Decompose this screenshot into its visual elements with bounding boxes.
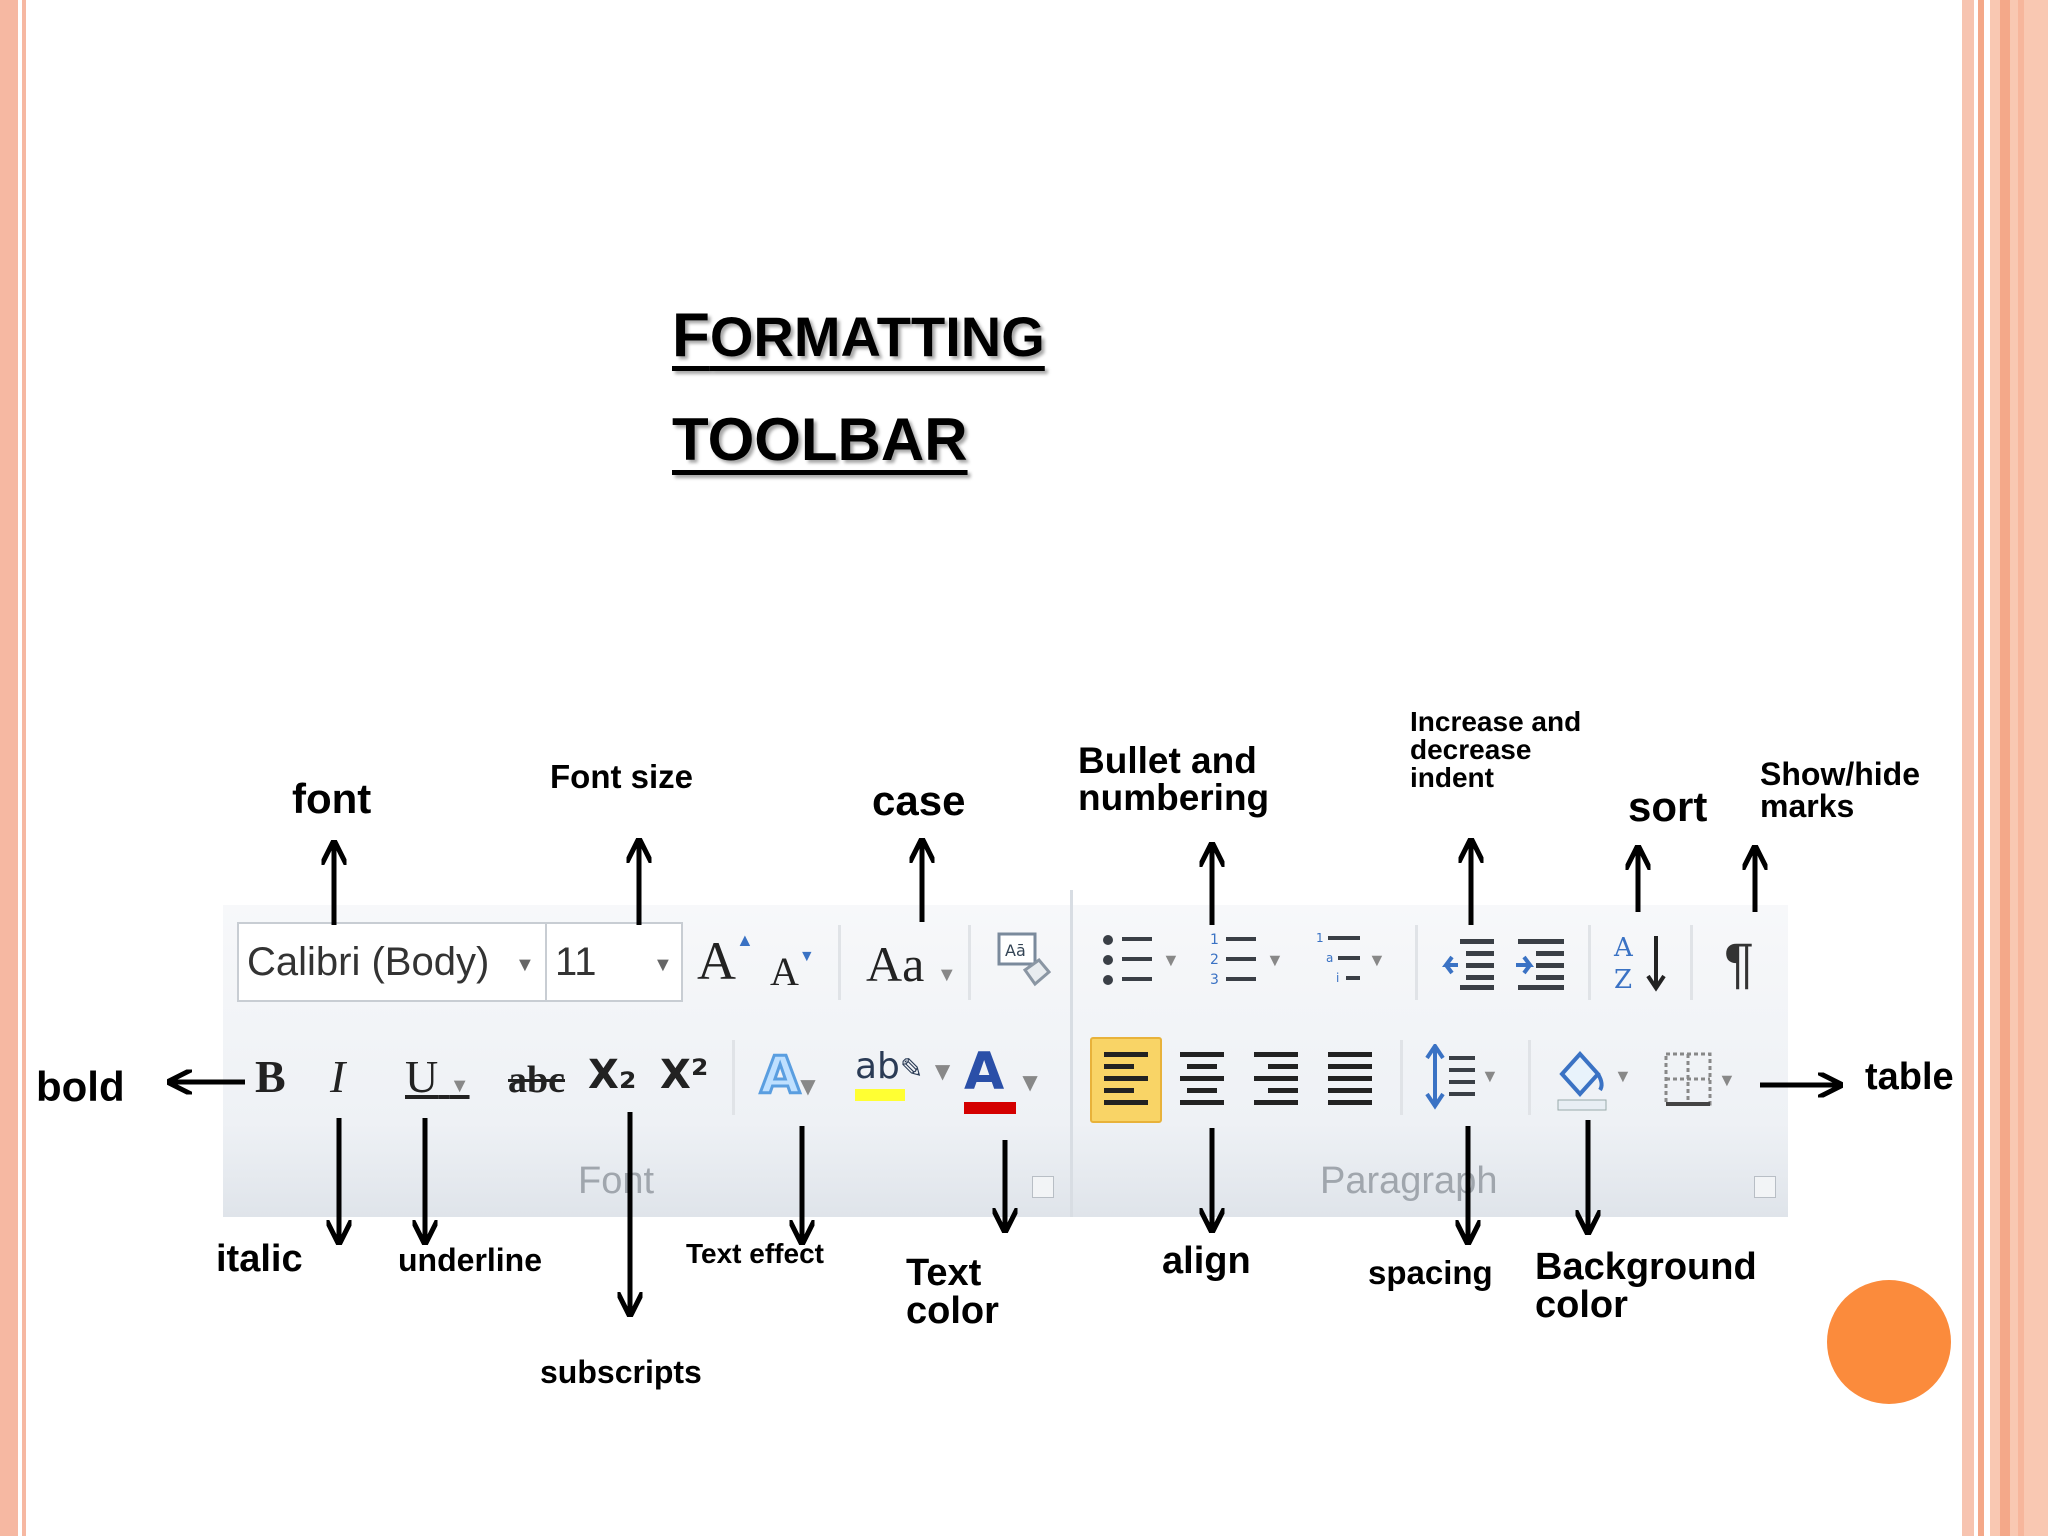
strikethrough-button[interactable]: abc [508,1059,565,1101]
change-case-button[interactable]: Aa ▼ [866,936,957,992]
line-spacing-icon[interactable]: ▼ [1425,1042,1505,1117]
font-dialog-launcher-icon[interactable] [1032,1176,1054,1198]
highlight-button[interactable]: ab✎ ▼ [855,1046,950,1101]
slide-title-line1: FORMATTING [672,300,1045,371]
ribbon-group-divider [1070,890,1073,1217]
highlight-swatch [855,1089,905,1101]
decrease-indent-icon[interactable] [1442,935,1500,996]
svg-text:▼: ▼ [1368,950,1386,970]
annotation-subscripts: subscripts [540,1354,702,1390]
grow-font-button[interactable]: A▲ [697,930,754,991]
superscript-button[interactable]: X² [660,1052,709,1098]
svg-text:▼: ▼ [1266,950,1284,970]
toolbar-separator [1588,925,1591,1000]
font-color-button[interactable]: A ▼ [964,1042,1038,1114]
bold-button[interactable]: B [255,1051,286,1102]
italic-button[interactable]: I [330,1051,346,1102]
decorative-circle [1827,1280,1951,1404]
font-size-combo[interactable]: 11 ▼ [545,922,683,1002]
font-name-combo[interactable]: Calibri (Body) ▼ [237,922,547,1002]
text-effect-button[interactable]: A▼ [758,1045,816,1108]
annotation-spacing: spacing [1368,1254,1493,1291]
slide-border-left [0,0,18,1536]
align-left-icon [1102,1048,1152,1113]
annotation-font: font [292,775,372,822]
annotation-underline: underline [398,1242,543,1278]
svg-text:2: 2 [1210,952,1219,968]
chevron-down-icon[interactable]: ▼ [653,954,673,976]
slide-border-right-stripe [1962,0,1974,1536]
title-rest: ORMATTING [709,305,1045,368]
clear-formatting-icon[interactable]: Aā [995,930,1052,987]
svg-text:A: A [1613,933,1634,963]
justify-icon[interactable] [1326,1048,1376,1113]
title-initial: F [672,301,710,370]
bullets-icon[interactable]: ▼ [1100,930,1180,995]
toolbar-separator [1528,1040,1531,1115]
align-center-icon[interactable] [1178,1048,1228,1113]
svg-text:Aā: Aā [1005,941,1026,960]
font-color-swatch [964,1102,1016,1114]
show-hide-marks-button[interactable]: ¶ [1724,931,1755,994]
paragraph-dialog-launcher-icon[interactable] [1754,1176,1776,1198]
slide-border-right-stripe [2018,0,2024,1536]
toolbar-separator [968,925,971,1000]
chevron-down-icon[interactable]: ▼ [515,954,535,976]
annotation-bold: bold [36,1063,125,1110]
svg-text:▼: ▼ [1481,1066,1499,1086]
borders-table-icon[interactable]: ▼ [1662,1050,1742,1117]
svg-text:Z: Z [1614,965,1632,995]
toolbar-separator [1690,925,1693,1000]
svg-text:▼: ▼ [1614,1066,1632,1086]
svg-text:1: 1 [1316,931,1324,945]
annotation-sort: sort [1628,783,1708,830]
annotation-italic: italic [216,1238,303,1280]
font-group-label: Font [578,1160,655,1202]
toolbar-separator [1400,1040,1403,1115]
svg-text:i: i [1336,971,1339,985]
font-size-value: 11 [555,940,597,984]
slide-border-right-stripe [2000,0,2010,1536]
annotation-align: align [1162,1240,1251,1282]
numbering-icon[interactable]: 1 2 3 ▼ [1208,930,1288,995]
svg-text:▼: ▼ [1162,950,1180,970]
underline-button[interactable]: U ▼ [405,1051,470,1102]
annotation-case: case [872,777,966,824]
font-name-value: Calibri (Body) [247,940,490,984]
annotation-text-effect: Text effect [686,1238,824,1269]
subscript-button[interactable]: X₂ [588,1052,637,1098]
shrink-font-button[interactable]: A▼ [770,948,815,994]
svg-text:a: a [1326,951,1333,965]
toolbar-separator [732,1040,735,1115]
align-right-icon[interactable] [1252,1048,1302,1113]
slide-border-left-inner [22,0,26,1536]
shading-bucket-icon[interactable]: ▼ [1552,1044,1632,1117]
slide-title-line2: TOOLBAR [672,406,968,473]
toolbar-separator [838,925,841,1000]
increase-indent-icon[interactable] [1512,935,1570,996]
svg-text:1: 1 [1210,932,1219,948]
toolbar-separator [1415,925,1418,1000]
annotation-font-size: Font size [550,758,694,795]
slide-border-right-stripe [1978,0,1984,1536]
annotation-table: table [1865,1056,1954,1098]
svg-text:▼: ▼ [1718,1070,1736,1090]
svg-text:3: 3 [1210,972,1219,988]
